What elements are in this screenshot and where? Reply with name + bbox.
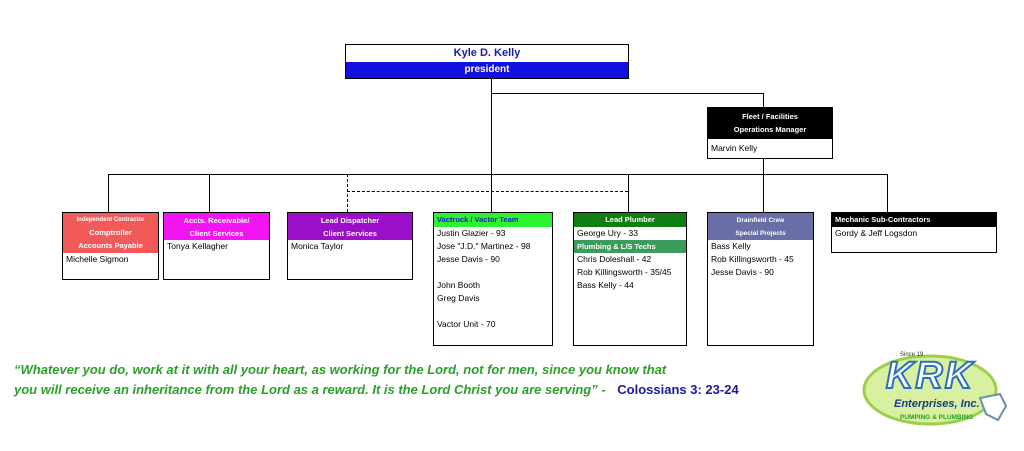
plumber-person: George Ury - 33 — [577, 228, 638, 238]
vactruck-title: Vactruck / Vactor Team — [434, 213, 552, 227]
connector — [491, 93, 764, 94]
accts-person: Tonya Kellagher — [167, 241, 228, 251]
scripture-reference: Colossians 3: 23-24 — [617, 382, 739, 397]
logo-krk: KRK — [885, 355, 975, 397]
quote-line2-text: you will receive an inheritance from the… — [14, 382, 606, 397]
comptroller-line3: Accounts Payable — [78, 241, 143, 250]
drainfield-person: Bass Kelly — [711, 241, 751, 251]
plumbing-techs-title: Plumbing & L/S Techs — [574, 240, 686, 253]
plumbing-tech: Chris Doleshall - 42 — [577, 254, 652, 264]
quote-line1: “Whatever you do, work at it with all yo… — [14, 362, 667, 377]
drainfield-box: Drainfield Crew Special Projects Bass Ke… — [707, 212, 814, 346]
drainfield-header: Drainfield Crew Special Projects — [708, 213, 813, 240]
fleet-title-line1: Fleet / Facilities — [742, 112, 798, 121]
logo-enterprises: Enterprises, Inc. — [894, 398, 980, 410]
connector — [491, 174, 492, 212]
mechanic-box: Mechanic Sub-Contractors Gordy & Jeff Lo… — [831, 212, 997, 253]
comptroller-line2: Comptroller — [89, 228, 132, 237]
connector — [887, 174, 888, 212]
connector — [491, 78, 492, 174]
drainfield-person: Jesse Davis - 90 — [711, 267, 774, 277]
connector — [763, 93, 764, 107]
drainfield-line2: Special Projects — [735, 230, 786, 237]
vactruck-person: Greg Davis — [437, 293, 480, 303]
logo-graphic — [862, 354, 1008, 426]
dotted-connector — [628, 174, 629, 194]
connector — [209, 174, 210, 212]
drainfield-line1: Drainfield Crew — [736, 217, 785, 224]
plumbing-tech: Rob Killingsworth - 35/45 — [577, 267, 672, 277]
vactruck-person — [434, 266, 552, 279]
vactruck-box: Vactruck / Vactor Team Justin Glazier - … — [433, 212, 553, 346]
dispatch-line1: Lead Dispatcher — [320, 216, 380, 225]
vactruck-person: Jose "J.D." Martinez - 98 — [437, 241, 531, 251]
connector — [763, 158, 764, 212]
vactruck-person — [434, 305, 552, 318]
fleet-header: Fleet / Facilities Operations Manager — [708, 108, 832, 139]
plumber-title: Lead Plumber — [574, 213, 686, 227]
president-title: president — [346, 62, 628, 78]
vactruck-person: Vactor Unit - 70 — [437, 319, 496, 329]
mechanic-title: Mechanic Sub-Contractors — [832, 213, 996, 227]
vactruck-person: Justin Glazier - 93 — [437, 228, 506, 238]
plumber-box: Lead Plumber George Ury - 33 Plumbing & … — [573, 212, 687, 346]
dispatch-person: Monica Taylor — [291, 241, 344, 251]
logo-since: Since 19 — [900, 352, 924, 358]
fleet-box: Fleet / Facilities Operations Manager Ma… — [707, 107, 833, 159]
president-box: Kyle D. Kelly president — [345, 44, 629, 79]
drainfield-person: Rob Killingsworth - 45 — [711, 254, 794, 264]
plumbing-tech: Bass Kelly - 44 — [577, 280, 634, 290]
dispatch-box: Lead Dispatcher Client Services Monica T… — [287, 212, 413, 280]
scripture-quote: “Whatever you do, work at it with all yo… — [14, 360, 894, 400]
connector — [108, 174, 888, 175]
president-name: Kyle D. Kelly — [453, 47, 521, 59]
krk-logo: Since 19 KRK Enterprises, Inc. PUMPING &… — [860, 350, 1010, 440]
fleet-person: Marvin Kelly — [711, 143, 758, 153]
dispatch-header: Lead Dispatcher Client Services — [288, 213, 412, 240]
accts-line1: Accts. Receivable/ — [183, 216, 250, 225]
accts-line2: Client Services — [189, 229, 244, 238]
comptroller-line1: Independent Contractor — [76, 217, 145, 223]
comptroller-header: Independent Contractor Comptroller Accou… — [63, 213, 158, 253]
vactruck-person: John Booth — [437, 280, 481, 290]
connector — [108, 174, 109, 212]
logo-pumping: PUMPING & PLUMBING — [900, 414, 974, 421]
comptroller-box: Independent Contractor Comptroller Accou… — [62, 212, 159, 280]
mechanic-person: Gordy & Jeff Logsdon — [835, 228, 918, 238]
dotted-connector — [347, 174, 348, 212]
quote-line2: you will receive an inheritance from the… — [14, 380, 894, 400]
accts-box: Accts. Receivable/ Client Services Tonya… — [163, 212, 270, 280]
fleet-title-line2: Operations Manager — [733, 125, 807, 134]
accts-header: Accts. Receivable/ Client Services — [164, 213, 269, 240]
vactruck-person: Jesse Davis - 90 — [437, 254, 500, 264]
comptroller-person: Michelle Sigmon — [66, 254, 129, 264]
dotted-connector — [347, 191, 628, 192]
dispatch-line2: Client Services — [323, 229, 377, 238]
